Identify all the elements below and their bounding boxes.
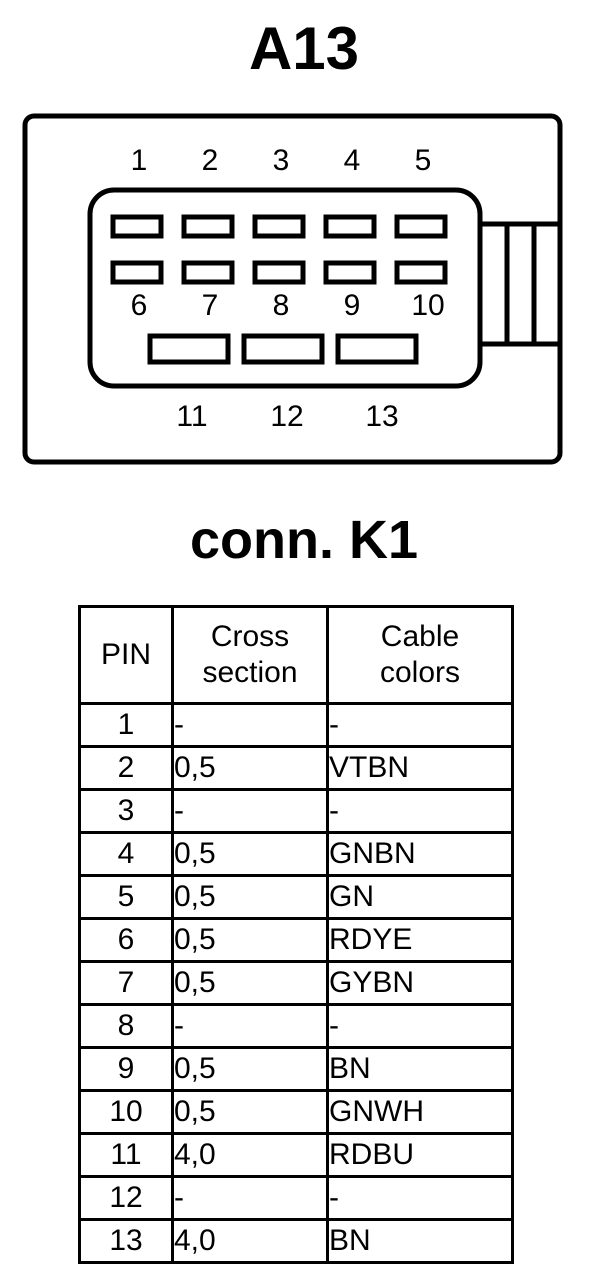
cell-cross-section: 4,0 [171,1218,329,1264]
table-row: 4 0,5 GNBN [78,831,514,877]
table-row: 9 0,5 BN [78,1046,514,1092]
table-header-pin: PIN [78,605,174,705]
table-row: 7 0,5 GYBN [78,960,514,1006]
pin-number-label-8: 8 [273,289,290,322]
pin-number-label-13: 13 [365,400,398,433]
cell-cable-color: GN [326,874,514,920]
cell-pin: 2 [78,745,174,791]
pin-slot-5 [394,214,448,239]
table-row: 11 4,0 RDBU [78,1132,514,1178]
pin-number-label-3: 3 [273,144,290,177]
header-color-line1: Cable [380,620,460,653]
header-cross-line1: Cross [210,620,290,653]
pin-slot-8 [252,260,306,285]
pin-slot-2 [181,214,235,239]
cell-cable-color: RDBU [326,1132,514,1178]
pinout-table-title: conn. K1 [189,510,419,570]
cell-cable-color: VTBN [326,745,514,791]
table-row: 6 0,5 RDYE [78,917,514,963]
pin-number-label-7: 7 [202,289,219,322]
cell-pin: 8 [78,1003,174,1049]
cell-pin: 1 [78,702,174,748]
cell-cross-section: 0,5 [171,745,329,791]
connector-title: A13 [248,15,360,82]
cell-cross-section: - [171,702,329,748]
header-color-line2: colors [379,656,461,689]
table-row: 5 0,5 GN [78,874,514,920]
cell-pin: 7 [78,960,174,1006]
table-row: 1 - - [78,702,514,748]
cell-cross-section: 0,5 [171,960,329,1006]
pinout-table: PIN Cross section Cable colors 1 - - 2 0… [78,605,514,1264]
cell-cable-color: GNBN [326,831,514,877]
table-row: 12 - - [78,1175,514,1221]
cell-pin: 13 [78,1218,174,1264]
table-row: 13 4,0 BN [78,1218,514,1264]
cell-pin: 6 [78,917,174,963]
pin-slot-11 [147,333,231,365]
cell-cable-color: - [326,1003,514,1049]
pin-number-label-6: 6 [131,289,148,322]
cell-cable-color: RDYE [326,917,514,963]
table-header-cable-colors: Cable colors [326,605,514,705]
pin-slot-7 [181,260,235,285]
pin-slot-1 [110,214,164,239]
cell-pin: 5 [78,874,174,920]
pin-slot-12 [241,333,325,365]
pin-slot-6 [110,260,164,285]
pin-number-label-1: 1 [131,144,148,177]
cell-cross-section: 4,0 [171,1132,329,1178]
cell-cross-section: 0,5 [171,831,329,877]
pin-number-label-11: 11 [176,400,207,433]
pin-slot-3 [252,214,306,239]
connector-diagram: 1 2 3 4 5 6 7 8 9 10 11 12 13 [0,108,608,478]
cell-cross-section: 0,5 [171,1089,329,1135]
pin-number-label-4: 4 [344,144,361,177]
pin-number-label-5: 5 [415,144,432,177]
cell-pin: 11 [78,1132,174,1178]
cell-cable-color: BN [326,1218,514,1264]
cell-pin: 3 [78,788,174,834]
cell-cable-color: BN [326,1046,514,1092]
pin-slot-9 [323,260,377,285]
table-row: 2 0,5 VTBN [78,745,514,791]
pin-slot-10 [394,260,448,285]
pinout-table-body: 1 - - 2 0,5 VTBN 3 - - 4 0,5 GNBN 5 0,5 … [78,702,514,1264]
cell-cross-section: - [171,788,329,834]
cell-pin: 4 [78,831,174,877]
cell-pin: 10 [78,1089,174,1135]
table-header-row: PIN Cross section Cable colors [78,605,514,705]
pin-slot-4 [323,214,377,239]
pin-number-label-10: 10 [411,289,444,322]
pin-number-label-2: 2 [202,144,219,177]
header-cross-line2: section [202,656,298,689]
cell-cross-section: - [171,1175,329,1221]
table-row: 8 - - [78,1003,514,1049]
pin-number-label-9: 9 [344,289,361,322]
cell-pin: 9 [78,1046,174,1092]
cell-cross-section: 0,5 [171,1046,329,1092]
table-header-cross-section: Cross section [171,605,329,705]
connector-latch-block [477,221,563,347]
cell-cross-section: 0,5 [171,917,329,963]
pin-slot-13 [335,333,419,365]
cell-cable-color: - [326,1175,514,1221]
cell-pin: 12 [78,1175,174,1221]
cell-cross-section: - [171,1003,329,1049]
cell-cross-section: 0,5 [171,874,329,920]
table-row: 10 0,5 GNWH [78,1089,514,1135]
cell-cable-color: - [326,788,514,834]
table-row: 3 - - [78,788,514,834]
cell-cable-color: GNWH [326,1089,514,1135]
cell-cable-color: GYBN [326,960,514,1006]
cell-cable-color: - [326,702,514,748]
pin-number-label-12: 12 [270,400,303,433]
